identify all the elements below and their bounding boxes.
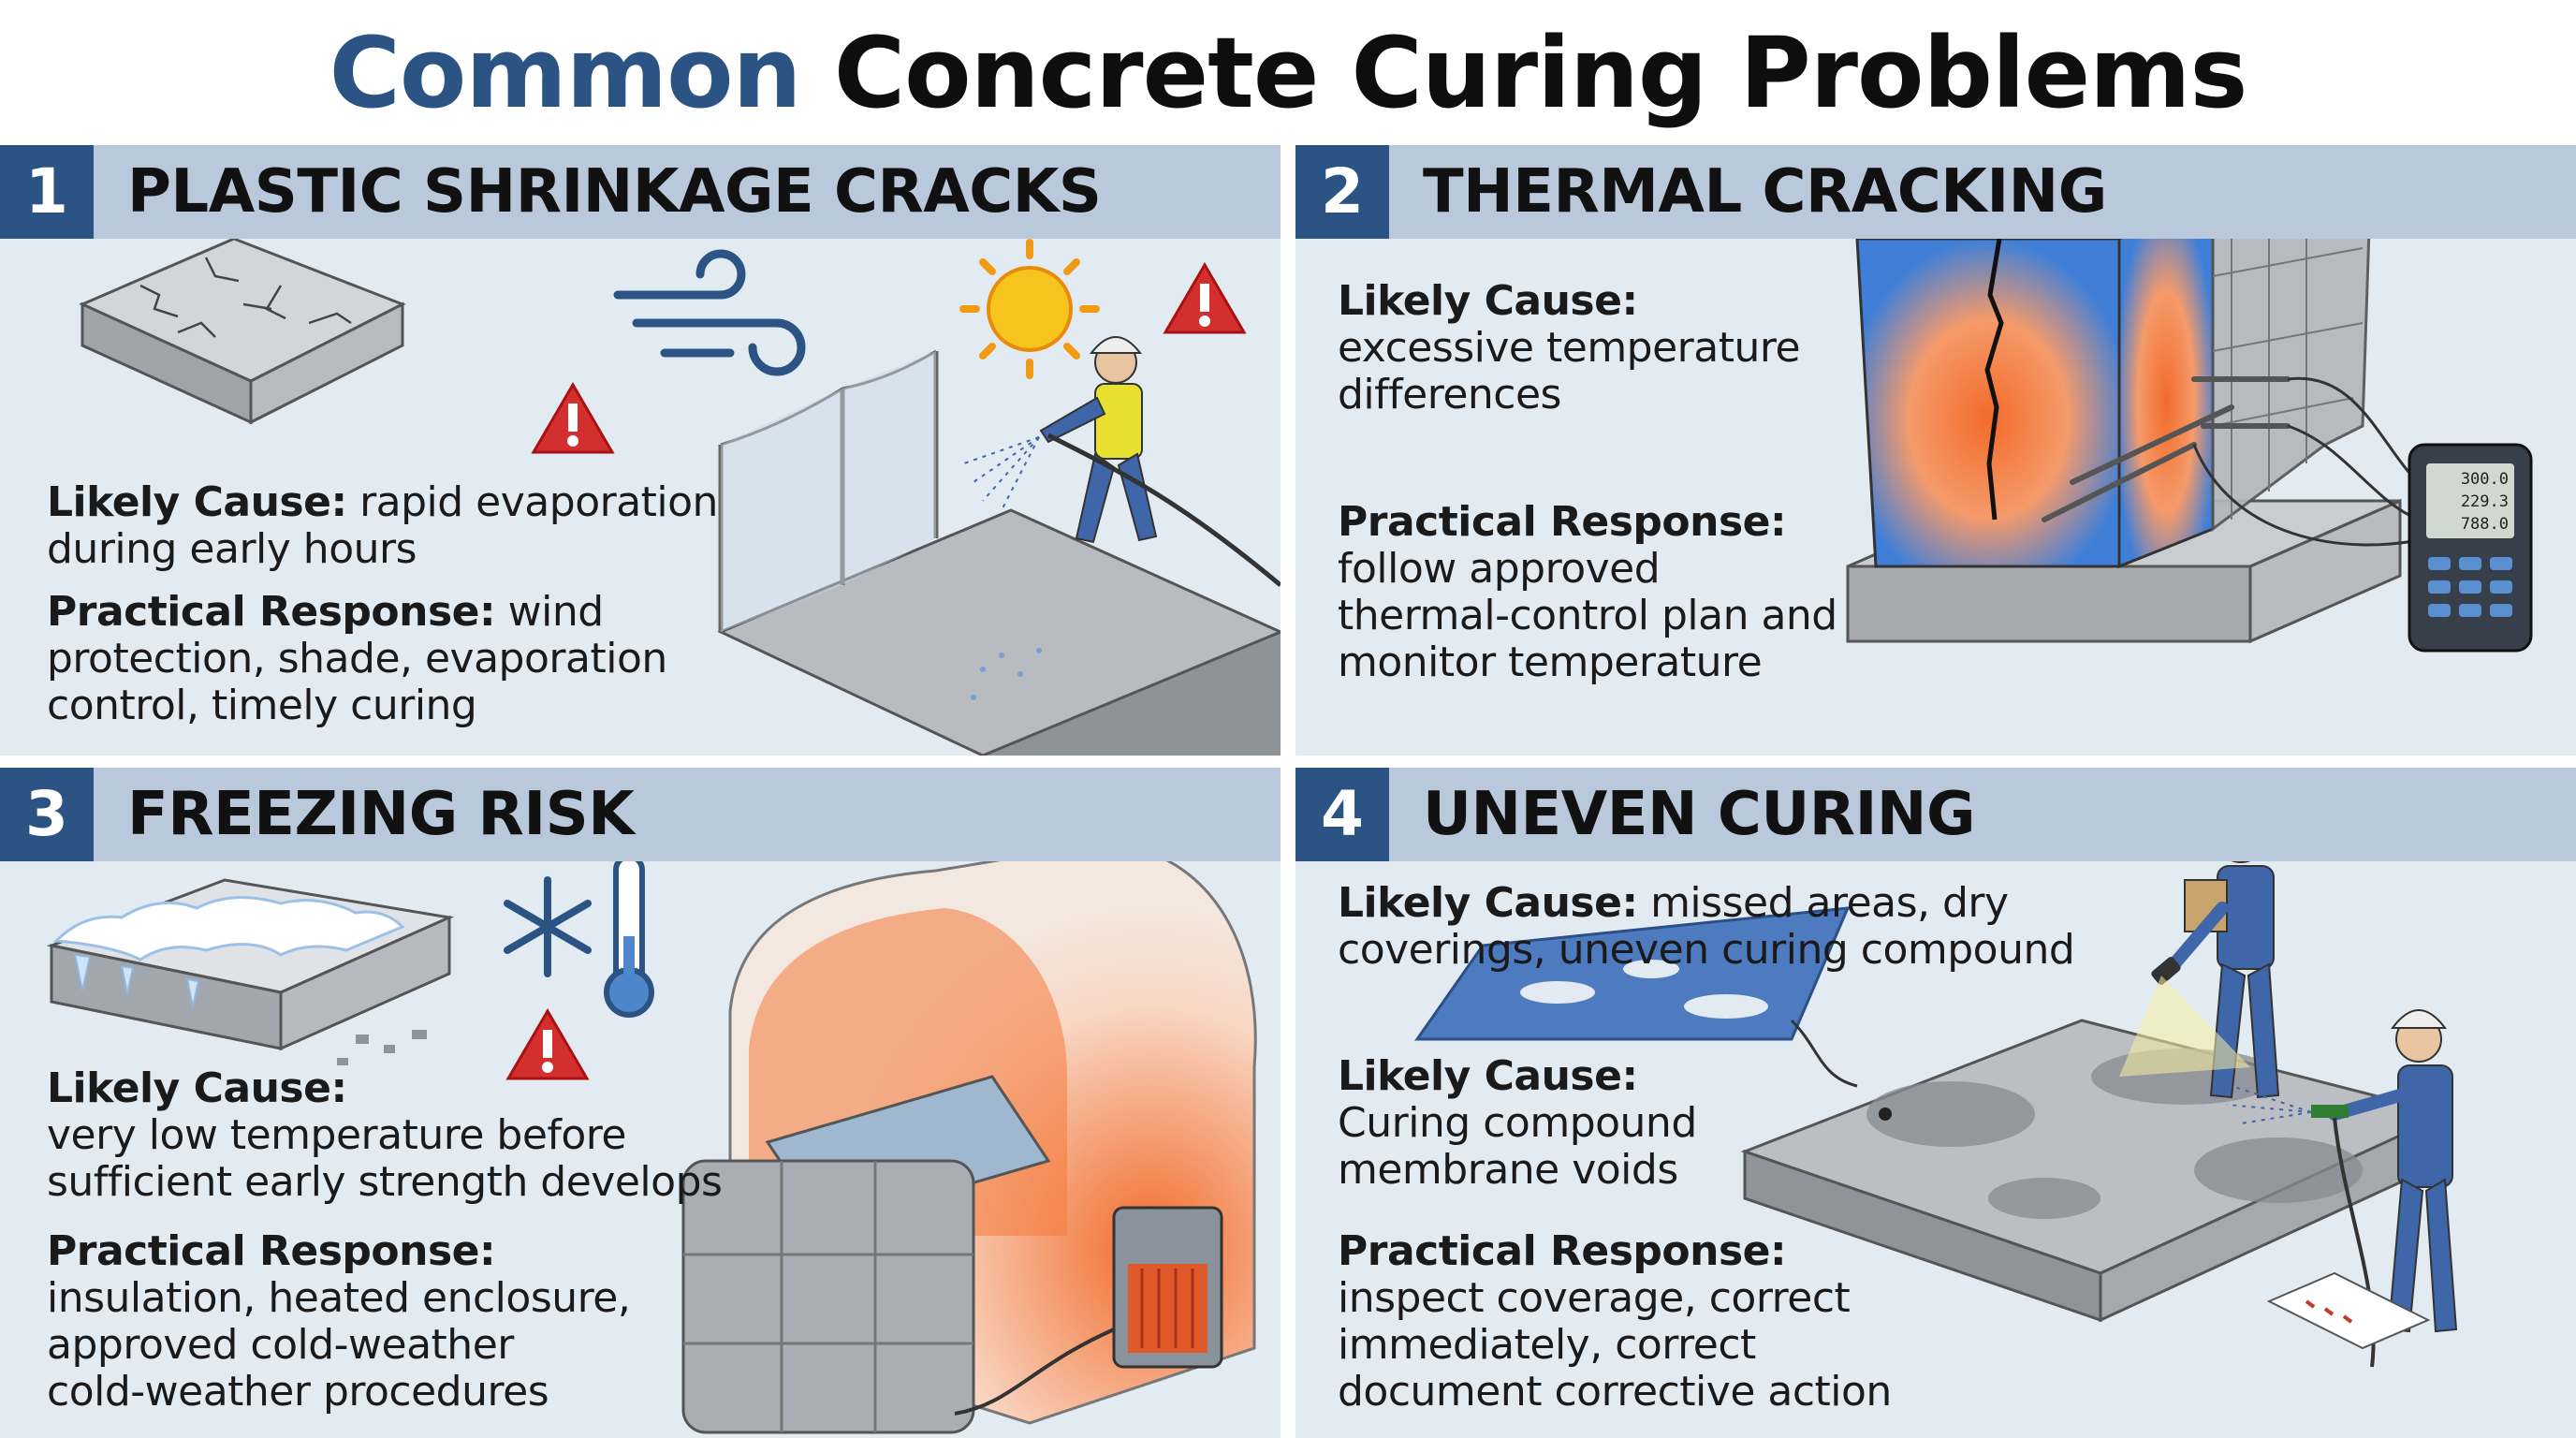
inspector-worker-icon [2119,806,2280,1099]
warning-icon [531,382,615,454]
cause-line: coverings, uneven curing compound [1338,926,2075,974]
panel-number: 1 [0,145,94,239]
sun-icon [959,239,1100,379]
panel-heading: FREEZING RISK [127,780,635,849]
cause-line: during early hours [47,525,417,573]
membrane-void-sheet-icon [1414,906,1858,1088]
title-accent: Common [329,16,802,130]
response-line: immediately, correct [1338,1321,1756,1369]
cause-line: rapid evaporation [359,478,718,526]
response-label: Practical Response: [1338,1227,1787,1275]
response-line: cold-weather procedures [47,1368,549,1416]
frozen-slab-icon [46,878,455,1065]
cause-line: Curing compound [1338,1099,1697,1147]
worker-spraying-icon [963,336,1281,587]
heater-icon [954,1206,1223,1416]
panel-header: 3 FREEZING RISK [0,768,1281,861]
response-line: control, timely curing [47,682,477,729]
likely-cause: Likely Cause: rapid evaporation during e… [47,479,718,573]
cause-line: very low temperature before [47,1111,627,1159]
cause-line: sufficient early strength develops [47,1158,723,1206]
cause-label: Likely Cause: [47,1064,347,1112]
panel-number: 2 [1295,145,1389,239]
panel-number: 3 [0,768,94,861]
response-label: Practical Response: [47,588,496,636]
warning-icon [1163,262,1247,334]
freezing-risk-illustration [46,841,1257,1434]
practical-response: Practical Response: insulation, heated e… [47,1227,631,1416]
response-line: document corrective action [1338,1368,1892,1416]
cause-line: differences [1338,371,1561,418]
panel-thermal-cracking: 300.0 229.3 788.0 2 THERMAL CRACKING Lik… [1295,145,2576,756]
meter-reading: 788.0 [2461,515,2509,534]
likely-cause: Likely Cause: missed areas, dry covering… [1338,879,2075,974]
practical-response: Practical Response: inspect coverage, co… [1338,1228,1892,1416]
cause-line: membrane voids [1338,1146,1678,1194]
page-title: Common Concrete Curing Problems [0,7,2576,139]
response-line: approved cold-weather [47,1321,514,1369]
response-line: follow approved [1338,545,1661,593]
panel-plastic-shrinkage: 1 PLASTIC SHRINKAGE CRACKS Likely Cause:… [0,145,1281,756]
temperature-meter-icon: 300.0 229.3 788.0 [2408,443,2533,653]
panel-heading: PLASTIC SHRINKAGE CRACKS [127,157,1102,227]
panel-freezing-risk: 3 FREEZING RISK Likely Cause: very low t… [0,768,1281,1438]
panel-heading: THERMAL CRACKING [1423,157,2107,227]
response-line: thermal-control plan and [1338,592,1837,639]
plastic-shrinkage-illustration [79,237,1281,756]
panel-header: 4 UNEVEN CURING [1295,768,2576,861]
meter-reading: 300.0 [2461,470,2509,489]
thermometer-icon [604,854,654,1018]
response-label: Practical Response: [1338,498,1787,546]
response-label: Practical Response: [47,1227,496,1275]
response-line: monitor temperature [1338,638,1763,686]
cracked-slab-icon [79,237,406,425]
cause-label: Likely Cause: [1338,879,1638,927]
panel-heading: UNEVEN CURING [1423,780,1975,849]
meter-reading: 229.3 [2461,492,2509,511]
title-rest: Concrete Curing Problems [833,16,2248,130]
panel-header: 2 THERMAL CRACKING [1295,145,2576,239]
practical-response: Practical Response: wind protection, sha… [47,589,667,729]
snowflake-icon [504,876,592,977]
panel-header: 1 PLASTIC SHRINKAGE CRACKS [0,145,1281,239]
temperature-probes-icon [2042,376,2291,522]
response-line: inspect coverage, correct [1338,1274,1851,1322]
cause-line: missed areas, dry [1650,879,2009,927]
likely-cause-secondary: Likely Cause: Curing compound membrane v… [1338,1053,1697,1194]
panel-number: 4 [1295,768,1389,861]
heated-enclosure-icon [681,841,1257,1434]
checklist-icon [2266,1271,2431,1350]
likely-cause: Likely Cause: very low temperature befor… [47,1064,723,1206]
response-line: protection, shade, evaporation [47,635,667,682]
response-line: insulation, heated enclosure, [47,1274,631,1322]
cause-label: Likely Cause: [1338,1052,1638,1100]
warning-icon [505,1008,590,1080]
cause-line: excessive temperature [1338,324,1801,372]
response-line: wind [507,588,605,636]
panel-uneven-curing: 4 UNEVEN CURING Likely Cause: missed are… [1295,768,2576,1438]
likely-cause: Likely Cause: excessive temperature diff… [1338,277,1801,418]
practical-response: Practical Response: follow approved ther… [1338,499,1837,686]
insulation-blankets-icon [681,1159,975,1434]
cause-label: Likely Cause: [1338,277,1638,325]
uneven-curing-illustration [1414,806,2458,1368]
slab-under-windbreak-icon [717,349,1281,756]
cause-label: Likely Cause: [47,478,347,526]
wind-icon [613,249,806,376]
